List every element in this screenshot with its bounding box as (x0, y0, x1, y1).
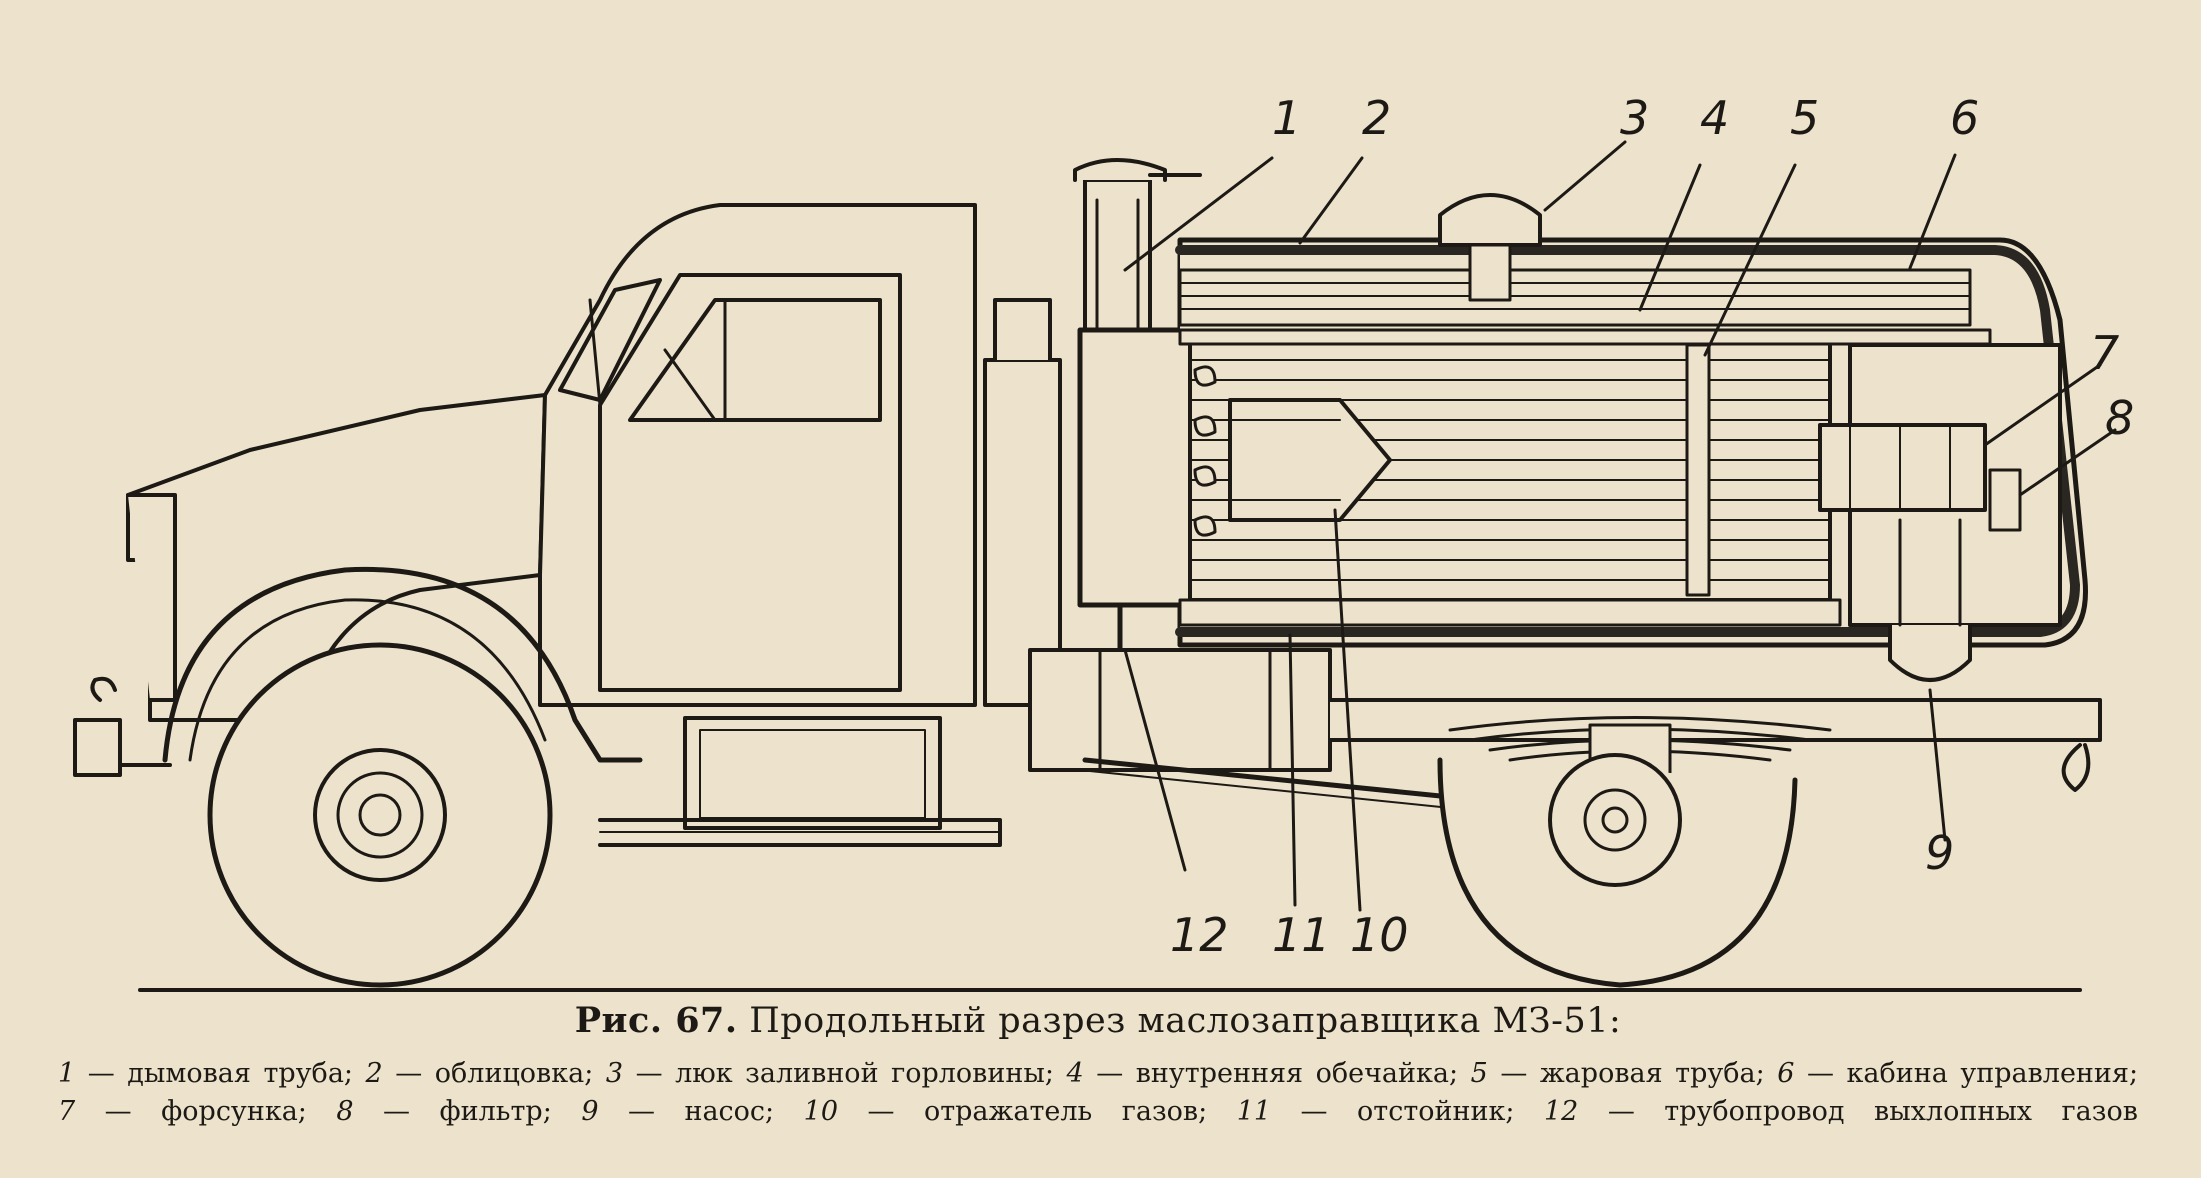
legend-item: 1 — дымовая труба; (58, 1058, 354, 1089)
figure-number: Рис. 67. (574, 1000, 738, 1041)
legend-number: 7 (58, 1096, 76, 1127)
callout-8: 8 (2105, 391, 2135, 445)
callout-1: 1 (1272, 91, 1302, 145)
legend-item: 3 — люк заливной горловины; (605, 1058, 1054, 1089)
legend-item: 8 — фильтр; (336, 1096, 552, 1127)
legend-number: 2 (365, 1058, 383, 1089)
legend-item: 7 — форсунка; (58, 1096, 307, 1127)
legend-text: дымовая труба; (127, 1058, 354, 1089)
nozzle (1818, 423, 1987, 512)
legend-text: форсунка; (161, 1096, 307, 1127)
caption-title: Рис. 67. Продольный разрез маслозаправщи… (58, 1000, 2138, 1041)
rear-wheel (1437, 753, 1798, 988)
sump (1028, 648, 1332, 772)
callout-9: 9 (1925, 826, 1955, 880)
front-wheel (207, 642, 553, 988)
windshield (558, 278, 662, 402)
legend-item: 4 — внутренняя обечайка; (1066, 1058, 1459, 1089)
filter (1988, 468, 2022, 532)
legend-number: 11 (1236, 1096, 1272, 1127)
grille (126, 493, 177, 702)
front-bumper (73, 718, 122, 777)
leader-lines (1123, 140, 2117, 912)
filler-hatch (1438, 193, 1542, 247)
legend-number: 10 (803, 1096, 838, 1127)
fire-tube (1685, 343, 1711, 597)
callout-10: 10 (1350, 908, 1409, 962)
callout-5: 5 (1790, 91, 1820, 145)
legend-number: 9 (581, 1096, 599, 1127)
legend-number: 1 (58, 1058, 76, 1089)
legend-text: внутренняя обечайка; (1135, 1058, 1459, 1089)
callout-6: 6 (1950, 91, 1980, 145)
tank (1077, 193, 2088, 682)
legend-text: облицовка; (434, 1058, 594, 1089)
legend-text: отстойник; (1357, 1096, 1515, 1127)
legend-text: кабина управления; (1846, 1058, 2139, 1089)
legend-text: жаровая труба; (1539, 1058, 1765, 1089)
legend-item: 6 — кабина управления; (1777, 1058, 2139, 1089)
legend-text: отражатель газов; (923, 1096, 1208, 1127)
callout-12: 12 (1170, 908, 1229, 962)
legend-item: 5 — жаровая труба; (1470, 1058, 1765, 1089)
legend-item: 12 — трубопровод выхлопных газов (1543, 1096, 2138, 1127)
truck-cab (126, 203, 1062, 830)
callout-7: 7 (2090, 326, 2120, 380)
figure-title: Продольный разрез маслозаправщика МЗ-51: (749, 1001, 1622, 1041)
legend-text: люк заливной горловины; (675, 1058, 1054, 1089)
legend-text: насос; (684, 1096, 775, 1127)
legend-number: 3 (605, 1058, 624, 1089)
legend-item: 10 — отражатель газов; (803, 1096, 1208, 1127)
truck-cutaway-figure: 1 2 3 4 5 6 7 8 9 10 11 12 (73, 91, 2135, 992)
legend-number: 5 (1470, 1058, 1488, 1089)
tow-hook (90, 676, 117, 702)
figure-caption: Рис. 67. Продольный разрез маслозаправщи… (58, 1000, 2138, 1131)
callout-2: 2 (1362, 91, 1392, 145)
callout-4: 4 (1700, 91, 1730, 145)
callout-11: 11 (1272, 908, 1331, 962)
legend-number: 4 (1066, 1058, 1084, 1089)
legend-number: 6 (1777, 1058, 1795, 1089)
caption-legend: 1 — дымовая труба; 2 — облицовка; 3 — лю… (58, 1055, 2138, 1131)
front-fender (162, 566, 643, 763)
legend-text: трубопровод выхлопных газов (1664, 1096, 2138, 1127)
legend-number: 8 (336, 1096, 354, 1127)
legend-item: 9 — насос; (581, 1096, 775, 1127)
legend-item: 2 — облицовка; (365, 1058, 594, 1089)
truck-cutaway-drawing (73, 140, 2117, 992)
legend-text: фильтр; (439, 1096, 552, 1127)
pump (1888, 623, 1972, 682)
callout-3: 3 (1620, 91, 1650, 145)
legend-number: 12 (1543, 1096, 1579, 1127)
legend-item: 11 — отстойник; (1236, 1096, 1515, 1127)
